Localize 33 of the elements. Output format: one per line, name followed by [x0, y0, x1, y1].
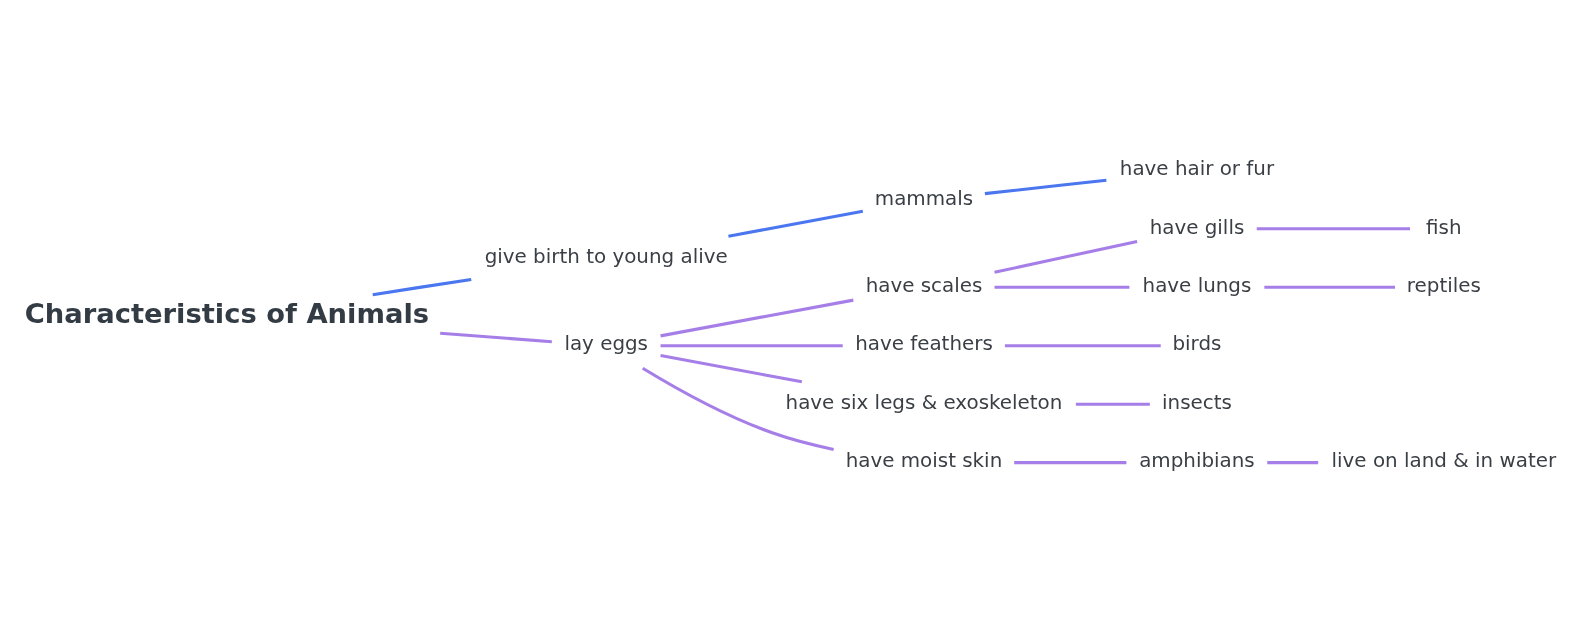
- node-text: insects: [1162, 390, 1232, 414]
- connector: [984, 178, 1107, 195]
- node-text: live on land & in water: [1331, 448, 1557, 472]
- connector: [440, 331, 552, 343]
- connector: [660, 343, 843, 347]
- connector: [660, 353, 803, 383]
- node-text: fish: [1426, 215, 1462, 239]
- connector: [1014, 460, 1127, 464]
- node-text: have hair or fur: [1119, 156, 1275, 180]
- connector: [660, 298, 854, 337]
- node-text: amphibians: [1139, 448, 1255, 472]
- node-text: mammals: [874, 186, 974, 210]
- connector: [728, 209, 864, 238]
- node-text: Characteristics of Animals: [24, 297, 430, 329]
- node-text: lay eggs: [564, 331, 648, 355]
- node-text: have scales: [865, 273, 983, 297]
- connector: [1004, 343, 1161, 347]
- connector: [1264, 285, 1395, 289]
- connector: [1256, 226, 1410, 230]
- connector: [994, 239, 1138, 274]
- node-text: have lungs: [1142, 273, 1252, 297]
- node-text: give birth to young alive: [484, 244, 728, 268]
- connector: [994, 285, 1130, 289]
- node-text: have feathers: [855, 331, 993, 355]
- node-text: reptiles: [1406, 273, 1481, 297]
- node-text: have six legs & exoskeleton: [785, 390, 1063, 414]
- node-text: have gills: [1149, 215, 1245, 239]
- node-text: birds: [1172, 331, 1222, 355]
- connector: [372, 277, 472, 296]
- node-text: have moist skin: [845, 448, 1003, 472]
- connector: [1267, 460, 1319, 464]
- connector: [1075, 402, 1150, 406]
- connector: [641, 366, 834, 451]
